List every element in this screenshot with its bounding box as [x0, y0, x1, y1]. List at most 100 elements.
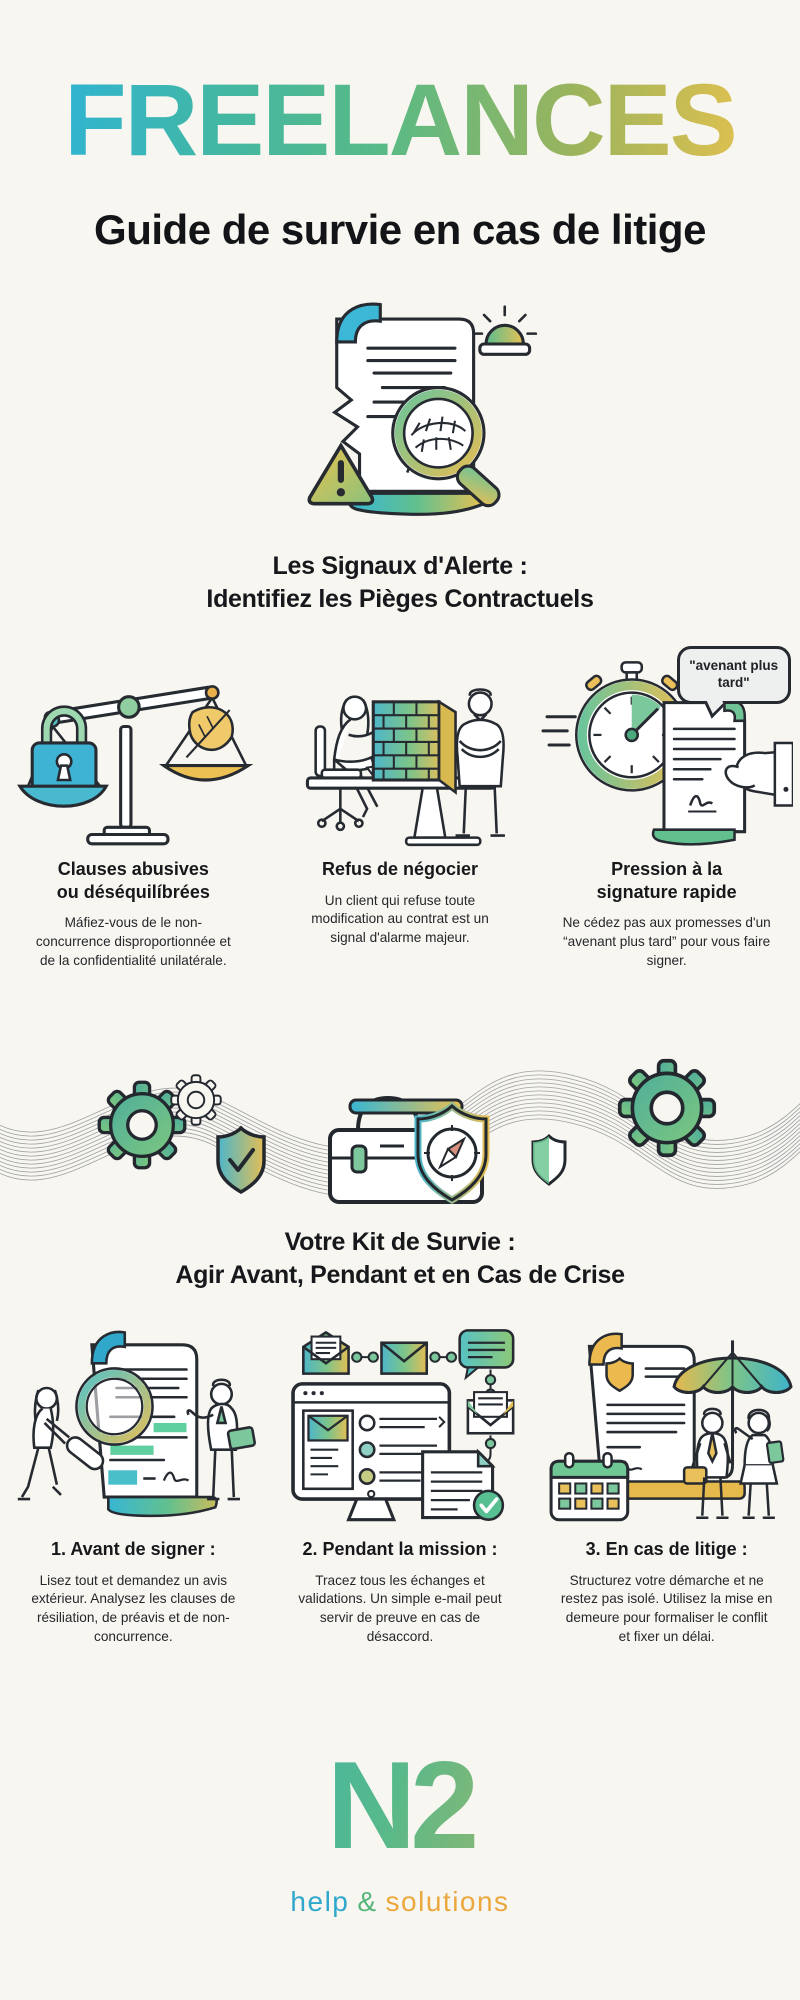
magnifier-icon	[391, 385, 501, 508]
magnifier-handle	[66, 1436, 105, 1471]
magnifier-icon	[66, 1367, 155, 1471]
latch	[350, 1144, 368, 1174]
scales-illustration	[7, 636, 259, 852]
speed-lines	[541, 715, 577, 747]
card-body: Máfiez-vous de le non-concurrence dispro…	[35, 915, 231, 968]
card-title-line2: signature rapide	[596, 881, 737, 902]
negotiation-illustration	[274, 636, 526, 852]
contract-document	[651, 700, 746, 846]
alert-card-pression: "avenant plus tard"	[533, 636, 800, 970]
woman-figure	[18, 1386, 71, 1501]
card-title: Pression à la signature rapide	[597, 858, 737, 903]
right-pan	[159, 764, 254, 782]
shield-badge-icon	[604, 1356, 634, 1393]
tagline-help: help	[290, 1886, 350, 1917]
calendar-header	[549, 1459, 629, 1479]
man-figure	[682, 1407, 732, 1520]
card-body: Structurez votre démarche et ne restez p…	[560, 1572, 773, 1644]
survival-kit-band-icon	[0, 1058, 800, 1205]
brand-tagline: help&solutions	[0, 1886, 800, 1918]
card-title-line1: Refus de négocier	[321, 859, 479, 879]
closed-envelope-icon	[380, 1341, 429, 1375]
monitor-icon	[291, 1382, 452, 1522]
tie	[216, 1406, 228, 1425]
alerts-heading-line1: Les Signaux d'Alerte :	[272, 552, 528, 580]
monitor-email-icon	[291, 1329, 515, 1522]
review-illustration	[7, 1316, 259, 1532]
arms-holding-magnifier	[43, 1417, 71, 1445]
highlight-green	[153, 1422, 187, 1433]
alerts-heading-line2: Identifiez les Pièges Contractuels	[206, 584, 594, 613]
skirt	[738, 1465, 779, 1485]
email-chain	[302, 1329, 515, 1464]
scroll-curl-bottom	[651, 828, 736, 846]
unbalanced-scales-icon	[17, 685, 254, 846]
feather-pan	[159, 685, 254, 782]
card-title-line1: Clauses abusives	[57, 859, 209, 879]
brick-wall-negotiation-icon	[305, 688, 505, 847]
man-figure	[455, 688, 505, 837]
tagline-solutions: solutions	[385, 1886, 510, 1917]
alerts-row: Clauses abusives ou déséquilíbrées Máfie…	[0, 636, 800, 970]
card-title-line2: ou déséquilíbrées	[56, 881, 210, 902]
kit-card-avant: 1. Avant de signer : Lisez tout et deman…	[0, 1316, 267, 1647]
kit-card-mission: 2. Pendant la mission : Tracez tous les …	[267, 1316, 534, 1647]
card-title: Clauses abusives ou déséquilíbrées	[57, 858, 210, 903]
card-title: 1. Avant de signer :	[50, 1539, 216, 1559]
page-title: FREELANCES	[0, 64, 800, 176]
shield-compass-icon	[414, 1101, 490, 1205]
umbrella-ribs	[702, 1351, 763, 1388]
barbed-wire	[410, 416, 467, 453]
magnifier-handle	[455, 464, 501, 508]
kit-card-litige: 3. En cas de litige : Structurez votre d…	[533, 1316, 800, 1647]
umbrella-icon	[672, 1340, 793, 1479]
tagline-ampersand: &	[357, 1886, 378, 1917]
card-title: Refus de négocier	[322, 858, 478, 881]
card-title: 3. En cas de litige :	[585, 1539, 748, 1559]
received-envelope-icon	[466, 1391, 515, 1435]
section-alerts-heading: Les Signaux d'Alerte : Identifiez les Pi…	[0, 550, 800, 615]
scroll-curl-top	[335, 302, 382, 344]
shield-small-icon	[531, 1133, 567, 1186]
scroll-curl-bottom	[107, 1495, 219, 1518]
card-body: Tracez tous les échanges et validations.…	[298, 1572, 502, 1644]
arm-holding-umbrella	[733, 1426, 754, 1441]
card-body: Lisez tout et demandez un avis extérieur…	[31, 1572, 236, 1644]
alert-card-refus: Refus de négocier Un client qui refuse t…	[267, 636, 534, 970]
alarm-siren-icon	[472, 305, 538, 356]
calendar-icon	[549, 1451, 629, 1522]
scroll-curl-bottom	[618, 1480, 746, 1500]
brand-logo: N2	[0, 1744, 800, 1868]
open-envelope-icon	[302, 1330, 350, 1375]
stopwatch-illustration: "avenant plus tard"	[541, 636, 793, 852]
monitor-stand	[346, 1497, 397, 1522]
gear-icon-right	[617, 1058, 717, 1158]
stopwatch-contract-icon	[541, 661, 793, 846]
card-body: Un client qui refuse toute modification …	[311, 892, 489, 946]
tie	[706, 1432, 718, 1465]
umbrella-illustration	[541, 1316, 793, 1532]
contract-inspection-icon	[307, 302, 538, 516]
page-subtitle: Guide de survie en cas de litige	[94, 206, 706, 253]
umbrella-protection-icon	[549, 1332, 793, 1522]
divider-band-illustration	[0, 1018, 800, 1216]
kit-row: 1. Avant de signer : Lisez tout et deman…	[0, 1316, 800, 1647]
folder-icon	[765, 1440, 785, 1464]
contract-scroll	[587, 1332, 746, 1500]
alert-card-clauses: Clauses abusives ou déséquilíbrées Máfie…	[0, 636, 267, 970]
pointing-arm	[186, 1409, 215, 1419]
card-body: Ne cédez pas aux promesses d'un “avenant…	[562, 915, 771, 968]
woman-figure	[733, 1408, 785, 1520]
padlock-pan	[17, 705, 110, 808]
signature-mark	[688, 794, 713, 807]
scroll-curl-top	[90, 1330, 127, 1365]
folder-icon	[227, 1426, 257, 1451]
highlight-teal	[108, 1470, 138, 1485]
email-list	[358, 1414, 446, 1485]
shield-check-icon	[216, 1125, 266, 1195]
proof-document-icon	[421, 1448, 505, 1521]
highlight-green	[110, 1445, 154, 1455]
section-kit-heading: Votre Kit de Survie : Agir Avant, Pendan…	[0, 1226, 800, 1291]
card-title-line1: Pression à la	[611, 859, 723, 879]
